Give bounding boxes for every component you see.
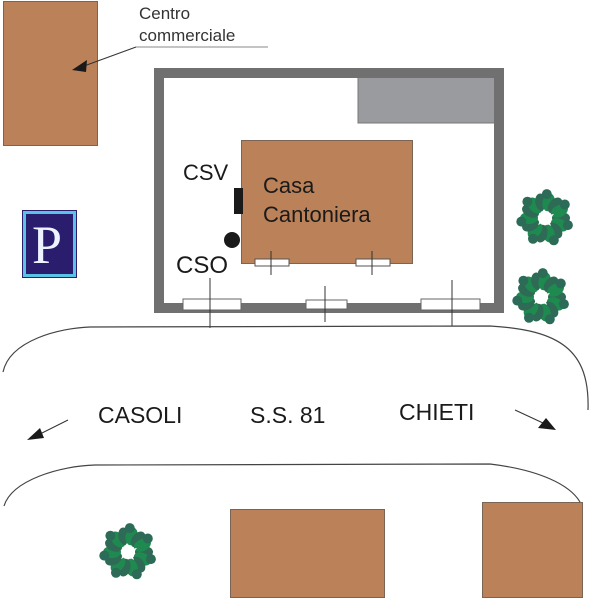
arrow-icon	[538, 418, 556, 430]
building-bottom-center	[230, 509, 385, 598]
casa-cantoniera-building	[241, 140, 413, 264]
cso-label: CSO	[176, 252, 229, 279]
tree-icon	[512, 268, 569, 325]
arrow-casoli-line	[39, 419, 69, 435]
tree-leaf	[555, 278, 566, 289]
gate-center	[305, 299, 348, 310]
tree-leaf	[99, 550, 110, 561]
tree-leaf	[524, 312, 534, 323]
tree-leaf	[111, 567, 121, 578]
tree-leaf	[528, 233, 538, 244]
road-edge-north	[2, 325, 589, 411]
window-left	[254, 258, 290, 267]
csv-marker	[234, 188, 243, 214]
tree-leaf	[124, 523, 135, 534]
tree-leaf	[518, 275, 529, 286]
centro-commerciale-building	[3, 1, 98, 146]
building-bottom-right	[482, 502, 583, 598]
gate-right	[420, 298, 481, 311]
tree-leaf	[562, 220, 573, 231]
mall-label-line2: commerciale	[139, 26, 236, 45]
tree-leaf	[105, 530, 116, 541]
tree-leaf	[559, 199, 570, 210]
road-label-chieti: CHIETI	[399, 399, 475, 425]
tree-leaf	[142, 533, 153, 544]
csv-label: CSV	[183, 160, 229, 185]
annex-structure	[357, 76, 496, 124]
tree-icon	[99, 523, 156, 580]
arrow-icon	[72, 60, 87, 72]
tree-center	[534, 288, 550, 305]
road-label-casoli: CASOLI	[98, 402, 183, 428]
tree-center	[121, 543, 137, 560]
tree-leaf	[512, 295, 523, 306]
house-label-line2: Cantoniera	[263, 202, 371, 227]
mall-leader-line	[83, 46, 137, 67]
tree-leaf	[558, 299, 569, 310]
tree-leaf	[131, 569, 142, 580]
arrow-chieti-line	[514, 409, 544, 424]
tree-leaf	[522, 196, 533, 207]
arrow-icon	[27, 428, 44, 440]
road-edge-south	[3, 463, 581, 507]
tree-center	[538, 209, 554, 226]
tree-leaf	[544, 314, 555, 325]
compound-wall	[154, 68, 504, 313]
window-right	[355, 258, 391, 267]
cso-marker	[224, 232, 240, 248]
tree-icon	[516, 189, 573, 246]
tree-leaf	[541, 189, 552, 200]
tree-leaf	[537, 268, 548, 279]
tree-leaf	[145, 554, 156, 565]
gate-left	[182, 298, 242, 311]
mall-label-line1: Centro	[139, 4, 191, 23]
road-label-ss81: S.S. 81	[250, 402, 326, 428]
tree-leaf	[516, 216, 527, 227]
parking-sign-letter: P	[32, 215, 63, 275]
parking-sign-icon: P	[22, 210, 77, 278]
tree-leaf	[548, 235, 559, 246]
house-label-line1: Casa	[263, 173, 315, 198]
